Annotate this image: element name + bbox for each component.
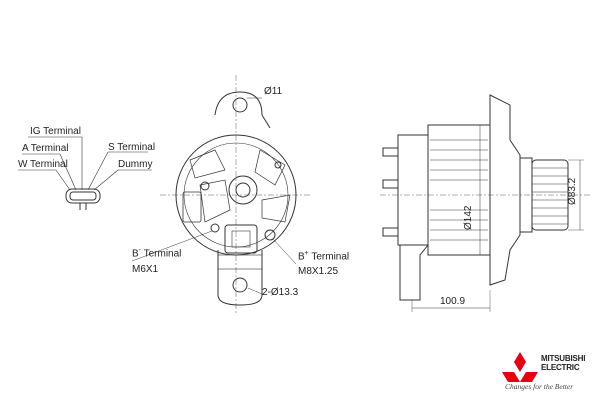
mount-holes-label: 2-Ø13.3 [262,287,299,298]
b-plus-prefix: B [298,251,305,263]
dummy-label: Dummy [118,159,153,170]
connector-leaders [18,136,152,191]
body-diameter-label: Ø142 [463,205,474,230]
a-terminal-label: A Terminal [22,143,69,154]
b-minus-prefix: B [132,248,139,260]
connector-shape [65,188,101,210]
logo-line1: MITSUBISHI [541,354,586,363]
b-plus-thread-label: M8X1.25 [298,266,339,277]
b-plus-terminal-label: B+ Terminal [298,250,349,262]
front-view [131,75,310,315]
b-minus-text: Terminal [141,248,182,260]
length-label: 100.9 [440,296,466,307]
mitsubishi-logo-icon [502,352,538,382]
b-plus-sup: + [304,250,309,257]
hole-diameter-label: Ø11 [264,86,283,97]
pulley-diameter-label: Ø83.2 [567,177,578,205]
ig-terminal-label: IG Terminal [30,126,81,137]
w-terminal-label: W Terminal [18,159,68,170]
b-plus-text: Terminal [308,251,350,263]
b-minus-sup: - [138,247,142,254]
b-minus-thread-label: M6X1 [132,264,159,275]
b-minus-terminal-label: B- Terminal [132,247,181,259]
logo-tagline: Changes for the Better [505,382,574,391]
side-view [380,94,590,312]
s-terminal-label: S Terminal [108,142,156,153]
logo-line2: ELECTRIC [541,363,580,372]
